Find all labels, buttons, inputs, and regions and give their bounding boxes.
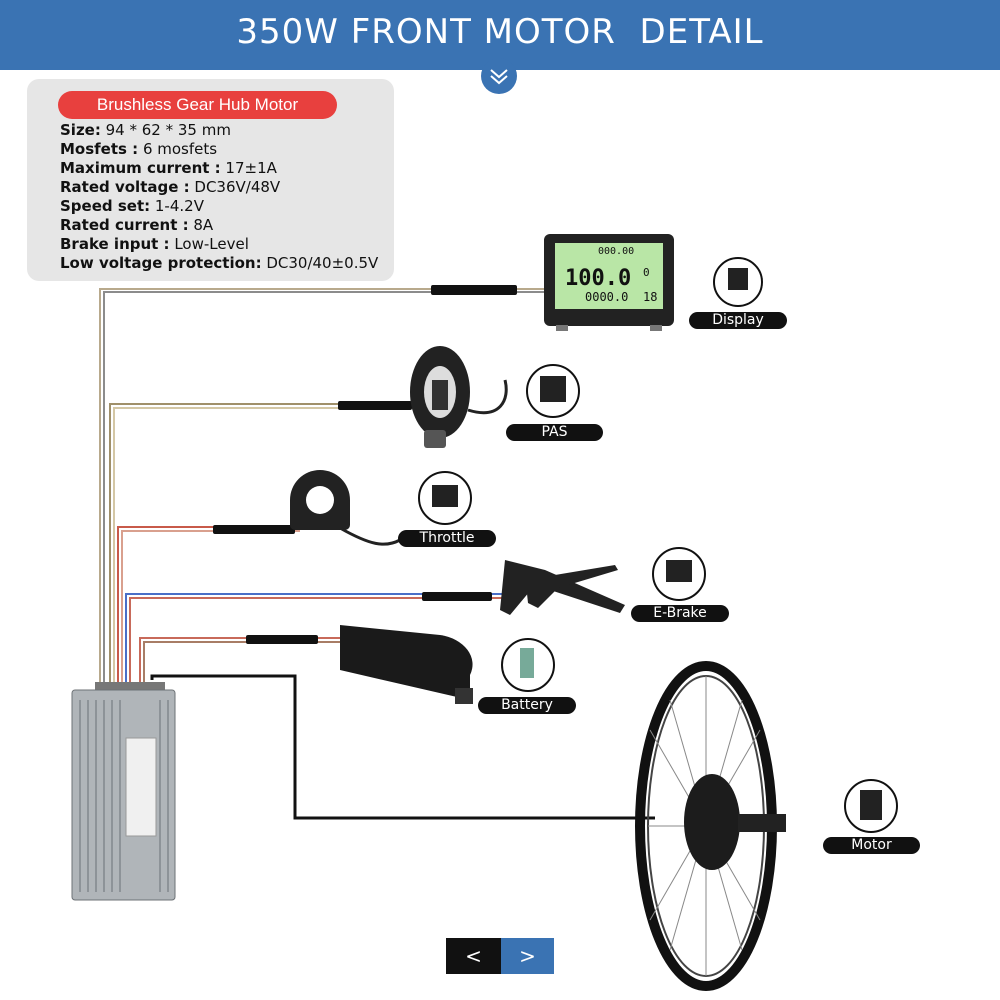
label-ebrake: E-Brake xyxy=(631,605,729,622)
battery-wire xyxy=(139,637,345,690)
lcd-readout-top: 000.00 xyxy=(598,246,635,257)
display-device xyxy=(544,234,674,331)
next-button[interactable]: > xyxy=(501,938,554,974)
spec-row-speed-set: Speed set: 1-4.2V xyxy=(60,197,204,215)
lcd-readout-speed: 100.0 xyxy=(565,266,632,291)
spec-row-mosfets: Mosfets : 6 mosfets xyxy=(60,140,218,158)
label-pas: PAS xyxy=(506,424,603,441)
throttle-wire xyxy=(117,526,300,690)
display-wire xyxy=(99,288,545,690)
chevron-down-icon xyxy=(490,69,508,85)
label-battery: Battery xyxy=(478,697,576,714)
spec-row-rated-current: Rated current : 8A xyxy=(60,216,214,234)
spec-row-rated-voltage: Rated voltage : DC36V/48V xyxy=(60,178,281,196)
spec-row-low-voltage: Low voltage protection: DC30/40±0.5V xyxy=(60,254,379,272)
battery-device xyxy=(340,625,473,704)
chevron-down-button[interactable] xyxy=(481,58,517,94)
prev-button[interactable]: < xyxy=(446,938,501,974)
page-title: 350W FRONT MOTOR DETAIL xyxy=(236,12,764,52)
pas-sensor xyxy=(410,346,508,448)
lcd-readout-odo: 0000.0 xyxy=(585,290,629,304)
ebrake-wire xyxy=(125,593,510,690)
throttle-device xyxy=(290,470,401,546)
lcd-readout-level: 0 xyxy=(643,266,650,279)
label-motor: Motor xyxy=(823,837,920,854)
lcd-readout-temp: 18 xyxy=(643,290,658,304)
spec-card-title: Brushless Gear Hub Motor xyxy=(58,91,337,119)
spec-row-brake-input: Brake input : Low-Level xyxy=(60,235,249,253)
motor-wire xyxy=(150,674,655,820)
label-throttle: Throttle xyxy=(398,530,496,547)
spec-row-max-current: Maximum current : 17±1A xyxy=(60,159,277,177)
ebrake-levers xyxy=(500,560,625,615)
pas-wire xyxy=(109,403,415,690)
label-display: Display xyxy=(689,312,787,329)
controller-box xyxy=(71,682,176,901)
spec-list: Size: 94 * 62 * 35 mm Mosfets : 6 mosfet… xyxy=(60,121,400,273)
wheel xyxy=(635,661,786,991)
spec-row-size: Size: 94 * 62 * 35 mm xyxy=(60,121,231,139)
